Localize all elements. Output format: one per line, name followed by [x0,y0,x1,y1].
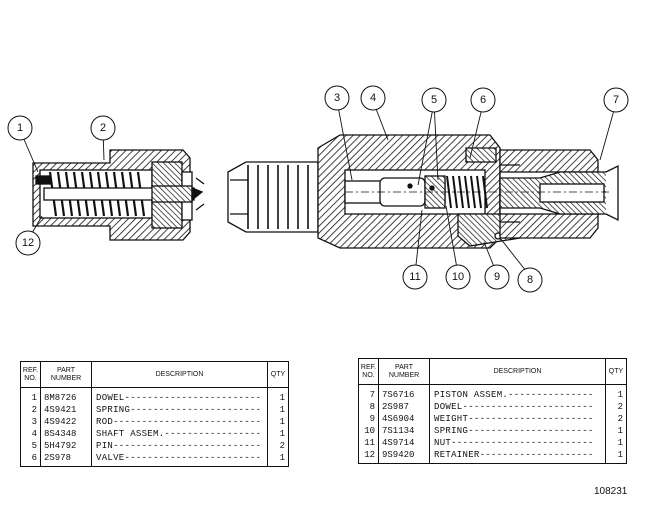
svg-text:12: 12 [22,237,34,249]
table-row: 1 8M8726 DOWEL------------------------ 1 [20,387,289,404]
ref-no: 2 [20,404,41,416]
svg-text:11: 11 [409,271,420,283]
description: DOWEL----------------------- [429,401,606,413]
part-number: 5H4792 [40,440,92,452]
quantity: 1 [605,437,627,449]
description: NUT------------------------- [429,437,606,449]
figure-number: 108231 [594,486,628,497]
description: VALVE------------------------ [91,452,268,467]
description: ROD-------------------------- [91,416,268,428]
header-ref-no: REF. NO. [20,361,41,388]
parts-table-left: REF. NO. PART NUMBER DESCRIPTION QTY 1 8… [20,361,289,467]
part-number: 4S9422 [40,416,92,428]
part-number: 4S9421 [40,404,92,416]
part-number: 7S6716 [378,384,430,401]
ref-no: 9 [358,413,379,425]
svg-text:2: 2 [100,122,106,134]
governor-assembly [227,134,619,249]
quantity: 1 [267,404,289,416]
table-row: 10 7S1134 SPRING---------------------- 1 [358,425,627,437]
table-row: 9 4S6904 WEIGHT---------------------- 2 [358,413,627,425]
description: WEIGHT---------------------- [429,413,606,425]
parts-table-right: REF. NO. PART NUMBER DESCRIPTION QTY 7 7… [358,358,627,464]
table-row: 3 4S9422 ROD-------------------------- 1 [20,416,289,428]
ref-no: 6 [20,452,41,467]
header-part-number: PART NUMBER [40,361,92,388]
part-number: 4S6904 [378,413,430,425]
part-number: 4S9714 [378,437,430,449]
ref-no: 1 [20,387,41,404]
description: PIN-------------------------- [91,440,268,452]
svg-text:4: 4 [370,92,376,104]
ref-no: 8 [358,401,379,413]
table-row: 7 7S6716 PISTON ASSEM.--------------- 1 [358,384,627,401]
description: SHAFT ASSEM.----------------- [91,428,268,440]
header-qty: QTY [605,358,627,385]
svg-text:10: 10 [452,271,464,283]
callout-12: 12 [15,230,41,256]
header-description: DESCRIPTION [429,358,606,385]
description: PISTON ASSEM.--------------- [429,384,606,401]
table-row: 12 9S9420 RETAINER-------------------- 1 [358,449,627,464]
quantity: 1 [605,449,627,464]
svg-text:8: 8 [527,274,533,286]
callout-3: 3 [324,85,350,111]
description: DOWEL------------------------ [91,387,268,404]
callout-2: 2 [90,115,116,141]
callout-11: 11 [402,264,428,290]
header-part-number: PART NUMBER [378,358,430,385]
callout-6: 6 [470,87,496,113]
quantity: 1 [605,384,627,401]
quantity: 2 [605,413,627,425]
header-description: DESCRIPTION [91,361,268,388]
ref-no: 3 [20,416,41,428]
part-number: 9S9420 [378,449,430,464]
description: RETAINER-------------------- [429,449,606,464]
quantity: 2 [605,401,627,413]
callout-1: 1 [7,115,33,141]
part-number: 2S987 [378,401,430,413]
valve-subassembly [32,149,205,241]
table-row: 2 4S9421 SPRING----------------------- 1 [20,404,289,416]
callout-4: 4 [360,85,386,111]
ref-no: 11 [358,437,379,449]
callout-5: 5 [421,87,447,113]
ref-no: 12 [358,449,379,464]
part-number: 2S978 [40,452,92,467]
description: SPRING---------------------- [429,425,606,437]
part-number: 8M8726 [40,387,92,404]
quantity: 1 [267,416,289,428]
callout-8: 8 [517,267,543,293]
svg-text:6: 6 [480,94,486,106]
quantity: 1 [267,452,289,467]
quantity: 1 [267,428,289,440]
quantity: 1 [267,387,289,404]
table-row: 6 2S978 VALVE------------------------ 1 [20,452,289,467]
description: SPRING----------------------- [91,404,268,416]
callout-7: 7 [603,87,629,113]
table-row: 11 4S9714 NUT------------------------- 1 [358,437,627,449]
part-number: 7S1134 [378,425,430,437]
ref-no: 7 [358,384,379,401]
callout-10: 10 [445,264,471,290]
table-row: 8 2S987 DOWEL----------------------- 2 [358,401,627,413]
quantity: 1 [605,425,627,437]
ref-no: 5 [20,440,41,452]
part-number: 8S4348 [40,428,92,440]
table-row: 5 5H4792 PIN-------------------------- 2 [20,440,289,452]
svg-text:5: 5 [431,94,437,106]
svg-text:7: 7 [613,94,619,106]
quantity: 2 [267,440,289,452]
table-row: 4 8S4348 SHAFT ASSEM.----------------- 1 [20,428,289,440]
header-ref-no: REF. NO. [358,358,379,385]
svg-text:9: 9 [494,271,500,283]
svg-text:3: 3 [334,92,340,104]
header-qty: QTY [267,361,289,388]
ref-no: 4 [20,428,41,440]
svg-text:1: 1 [17,122,23,134]
assembly-drawing: 1 2 3 4 5 6 7 8 9 10 11 12 [7,85,629,293]
callout-9: 9 [484,264,510,290]
ref-no: 10 [358,425,379,437]
